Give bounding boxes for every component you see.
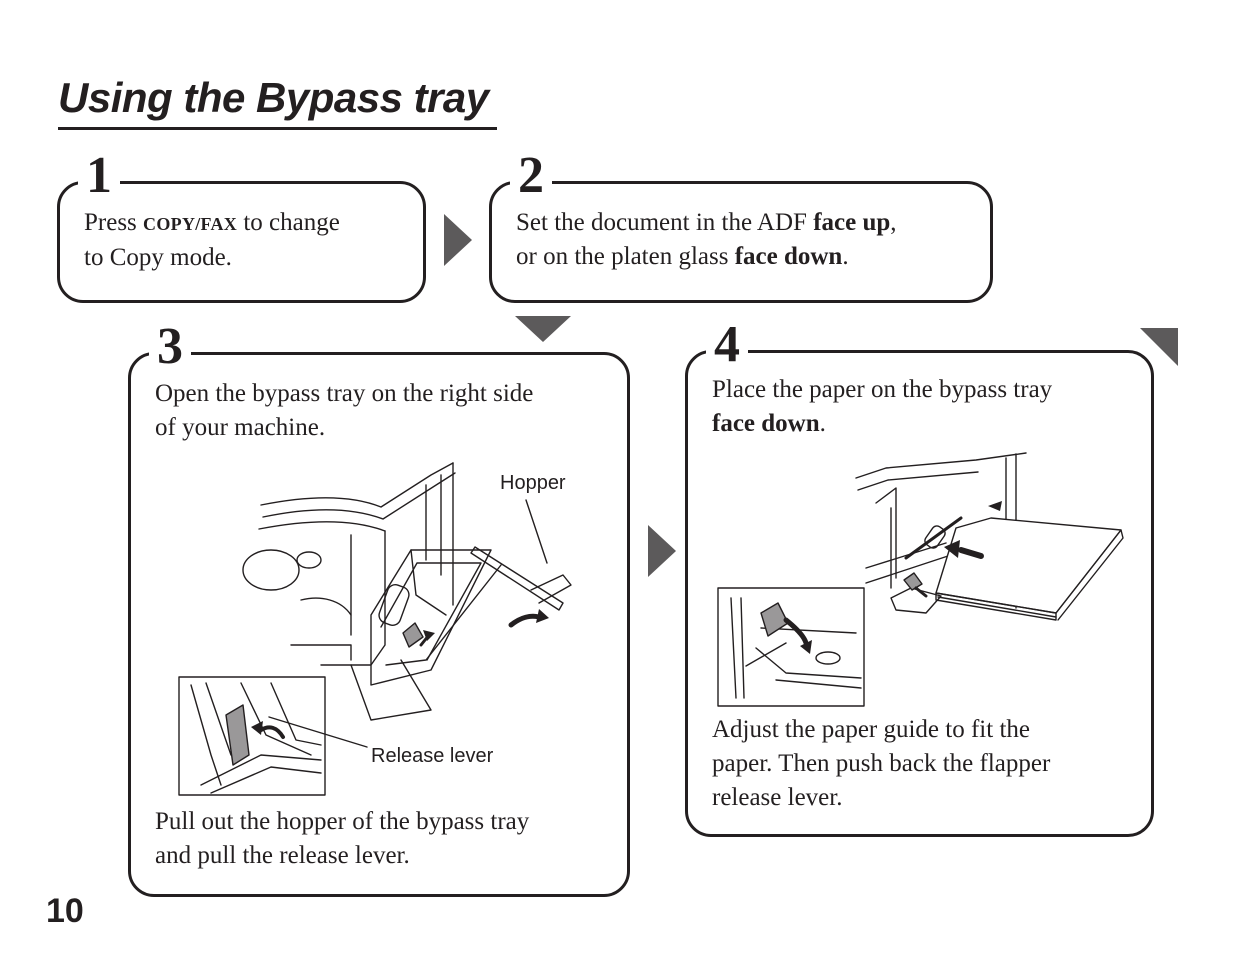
step-2-text-b: , [890, 209, 897, 236]
step-1-text-b: to change [237, 209, 340, 236]
step-4-box: 4 Place the paper on the bypass tray fac… [685, 317, 1154, 837]
step-4-bottom-line1: Adjust the paper guide to fit the [712, 716, 1030, 743]
hopper-callout: Hopper [500, 472, 566, 494]
page-corner-marker-icon [1140, 328, 1178, 366]
step-4-line2-tail: . [819, 410, 826, 437]
page-number: 10 [46, 892, 84, 930]
step-2-number: 2 [510, 148, 552, 204]
step-3-number: 3 [149, 319, 191, 375]
step-3-box: 3 Open the bypass tray on the right side… [128, 319, 630, 897]
title-underline [58, 127, 497, 130]
flow-arrow-right-icon [648, 525, 676, 577]
step-3-intro: Open the bypass tray on the right side o… [155, 377, 533, 445]
step-4-bottom-line2: paper. Then push back the flapper [712, 750, 1051, 777]
step-1-box: 1 Press COPY/FAX to change to Copy mode. [57, 148, 426, 303]
step-4-intro: Place the paper on the bypass tray face … [712, 373, 1052, 441]
paper-loading-illustration [717, 452, 1124, 707]
flow-arrow-down-icon [515, 316, 571, 342]
step-1-text-a: Press [84, 209, 144, 236]
step-3-line1: Open the bypass tray on the right side [155, 380, 534, 407]
step-2-text-a: Set the document in the ADF [516, 209, 814, 236]
step-4-instructions: Adjust the paper guide to fit the paper.… [712, 713, 1050, 815]
step-3-instructions: Pull out the hopper of the bypass tray a… [155, 805, 529, 873]
step-1-text-line2: to Copy mode. [84, 244, 232, 271]
flow-arrow-right-icon [444, 214, 472, 266]
copy-fax-key-label: COPY/FAX [143, 214, 238, 234]
step-3-bottom-line2: and pull the release lever. [155, 842, 410, 869]
bypass-tray-open-illustration [178, 462, 572, 796]
step-1-text: Press COPY/FAX to change to Copy mode. [84, 206, 340, 275]
step-4-number: 4 [706, 317, 748, 373]
face-down-emphasis: face down [734, 243, 843, 270]
step-3-bottom-line1: Pull out the hopper of the bypass tray [155, 808, 530, 835]
page-title: Using the Bypass tray [58, 74, 489, 121]
step-2-box: 2 Set the document in the ADF face up, o… [489, 148, 993, 303]
step-2-text-c: or on the platen glass [516, 243, 735, 270]
face-up-emphasis: face up [813, 209, 891, 236]
step-2-text: Set the document in the ADF face up, or … [516, 206, 897, 274]
step-2-text-d: . [842, 243, 849, 270]
face-down-emphasis: face down [712, 410, 820, 437]
release-lever-callout: Release lever [371, 745, 494, 767]
step-1-number: 1 [78, 148, 120, 204]
step-4-line1: Place the paper on the bypass tray [712, 376, 1053, 403]
step-3-line2: of your machine. [155, 414, 326, 441]
step-4-bottom-line3: release lever. [712, 784, 843, 811]
